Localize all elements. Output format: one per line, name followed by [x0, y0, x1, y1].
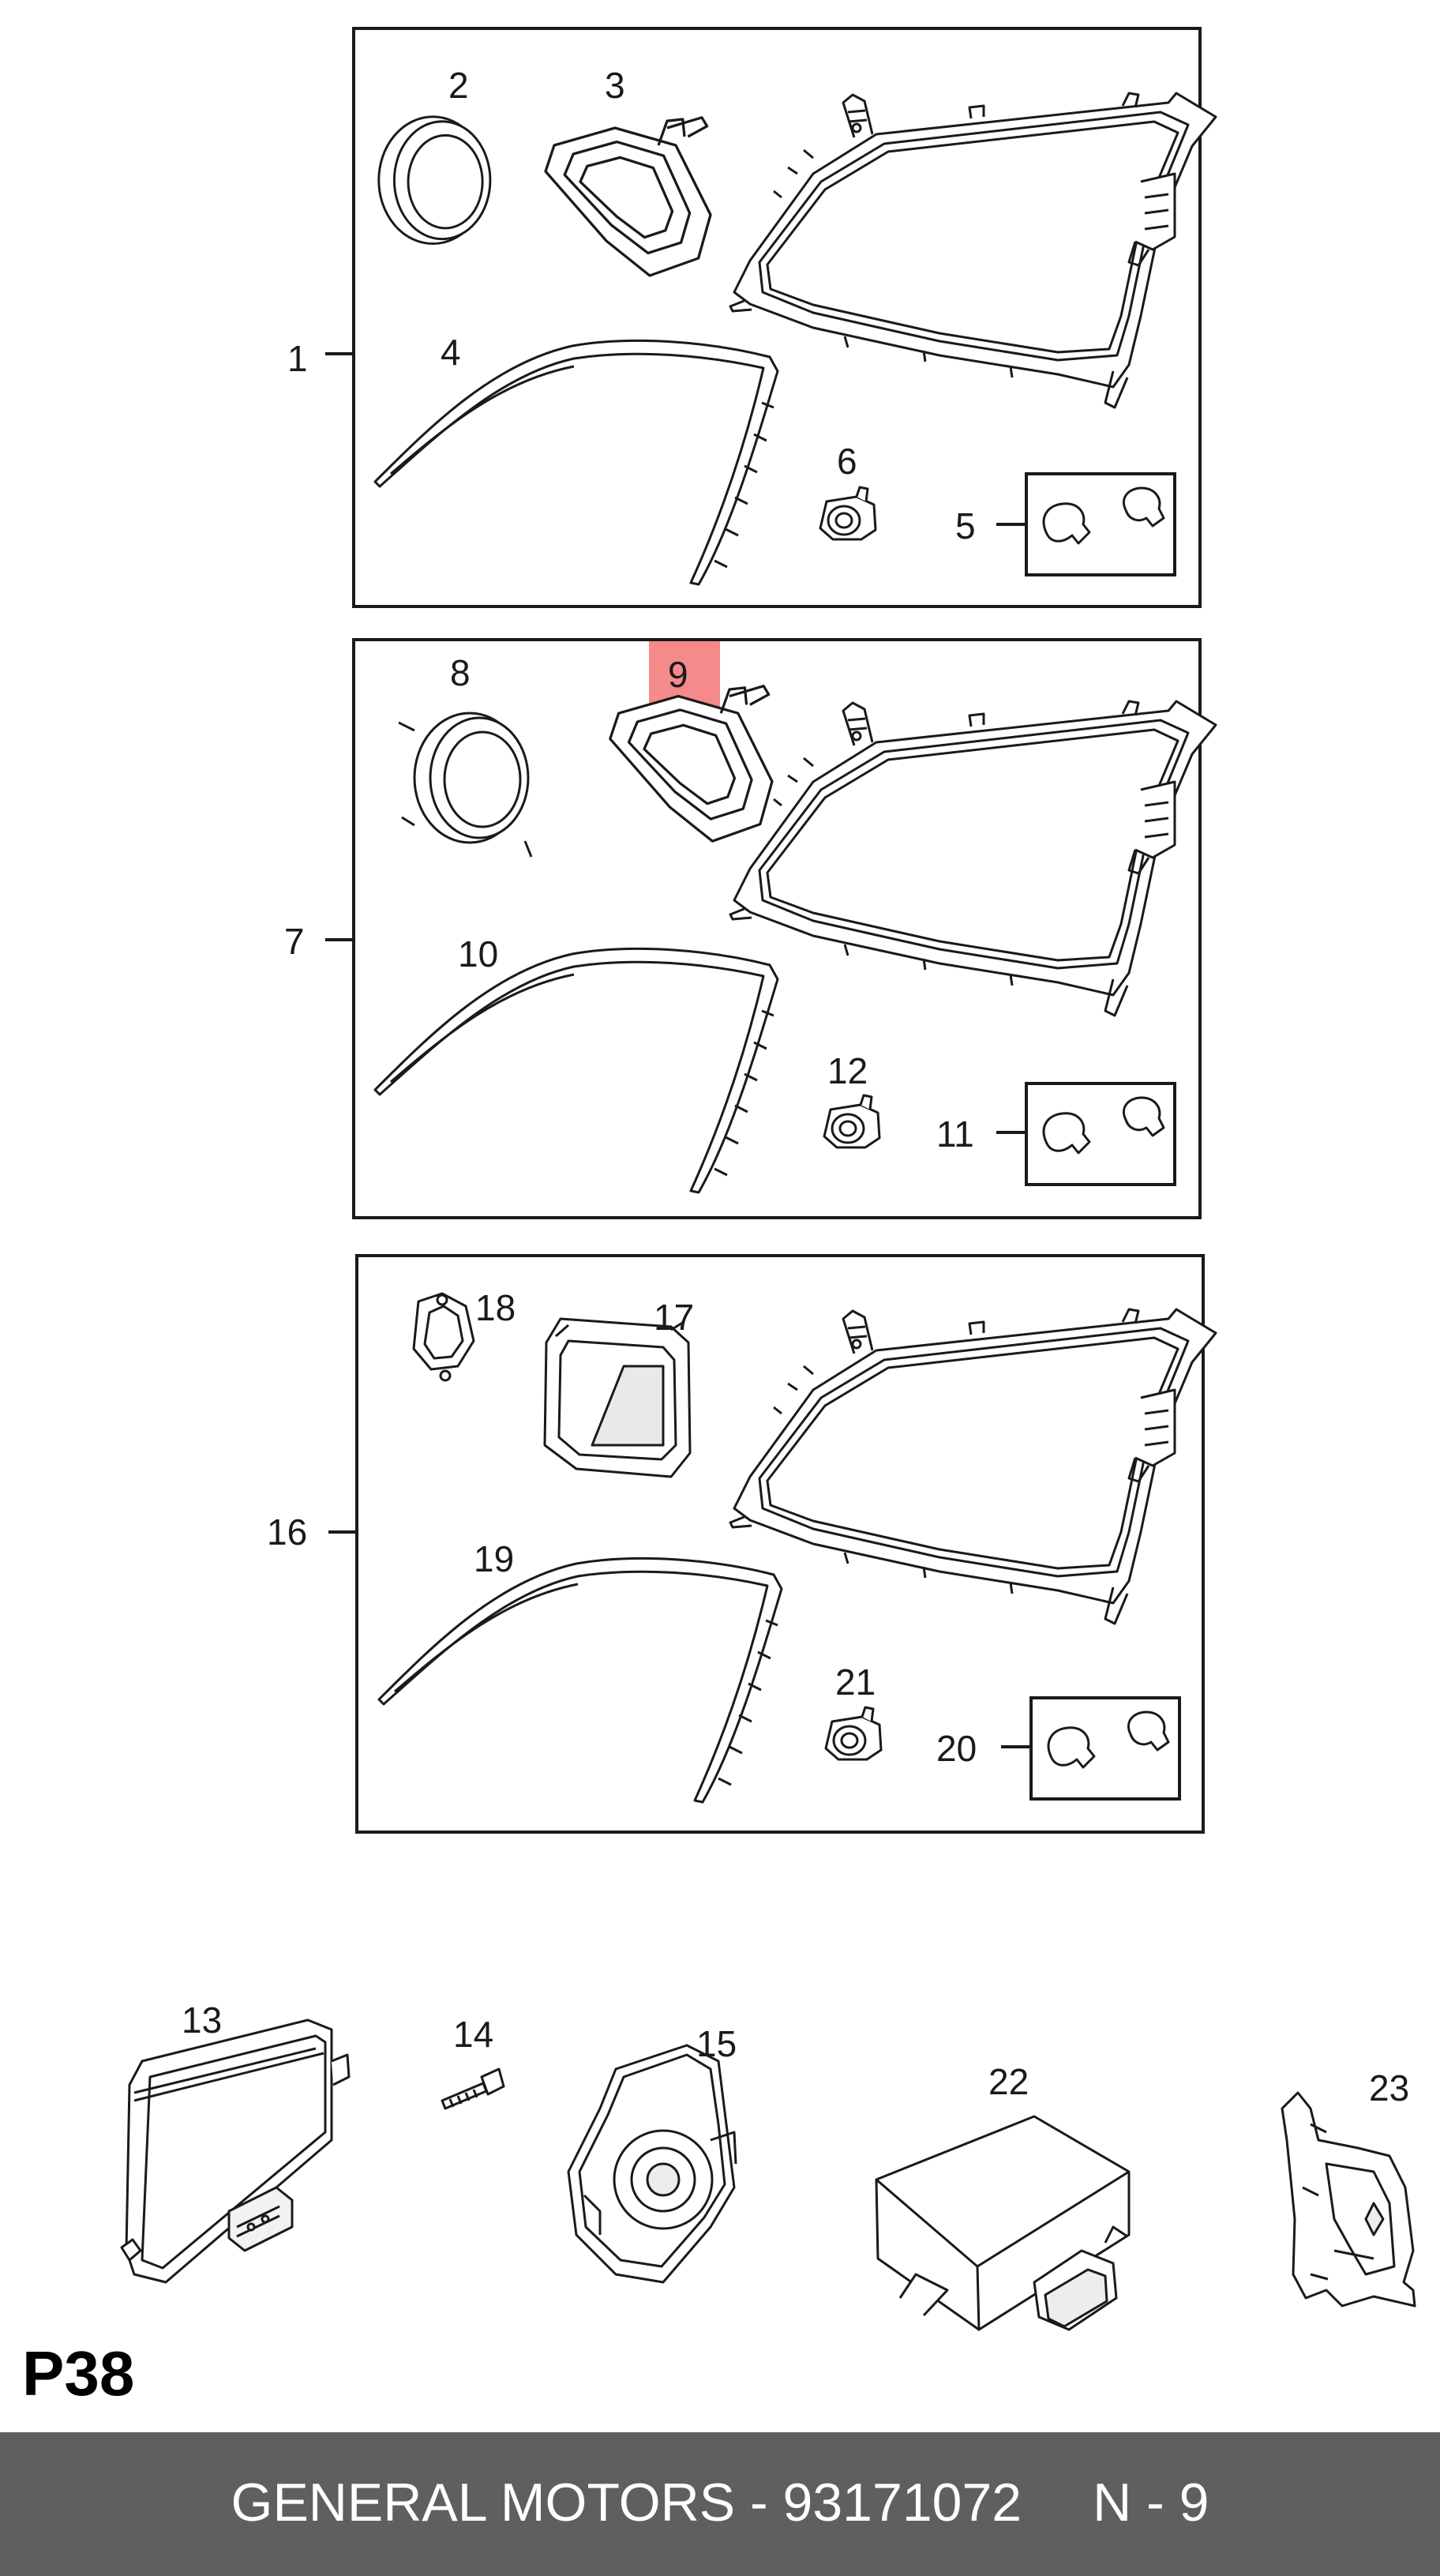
callout-16: 16 — [267, 1511, 307, 1553]
callout-15: 15 — [696, 2023, 737, 2064]
callout-2: 2 — [448, 65, 469, 106]
footer-text: GENERAL MOTORS - 93171072 N - 9 — [0, 2472, 1440, 2533]
footer-reference: N - 9 — [1093, 2473, 1209, 2533]
footer-bar: GENERAL MOTORS - 93171072 N - 9 — [0, 2432, 1440, 2576]
callout-11: 11 — [936, 1113, 974, 1155]
assembly-panel-7 — [325, 638, 1217, 1219]
callout-9: 9 — [668, 654, 688, 695]
ballast-module — [120, 2018, 351, 2284]
callout-23: 23 — [1369, 2067, 1409, 2108]
page-code: P38 — [22, 2338, 135, 2409]
callout-1: 1 — [287, 338, 308, 379]
callout-21: 21 — [835, 1662, 876, 1703]
callout-12: 12 — [827, 1050, 868, 1091]
callout-20: 20 — [936, 1728, 977, 1769]
callout-18: 18 — [475, 1287, 516, 1328]
callout-3: 3 — [605, 65, 625, 106]
control-unit — [875, 2115, 1131, 2331]
callout-7: 7 — [284, 921, 305, 962]
footer-part-number: GENERAL MOTORS - 93171072 — [231, 2473, 1022, 2533]
callout-14: 14 — [453, 2014, 493, 2055]
callout-5: 5 — [955, 505, 976, 546]
callout-19: 19 — [474, 1538, 514, 1579]
callout-8: 8 — [450, 652, 471, 693]
callout-6: 6 — [837, 441, 857, 482]
callout-13: 13 — [182, 2000, 222, 2041]
callout-22: 22 — [988, 2061, 1029, 2102]
assembly-panel-1 — [325, 27, 1217, 608]
screw — [441, 2067, 505, 2110]
callout-10: 10 — [458, 933, 498, 974]
adapter-bracket — [567, 2044, 737, 2284]
callout-4: 4 — [441, 332, 461, 373]
callout-17: 17 — [654, 1297, 694, 1338]
callout-labels: 1 2 3 4 5 6 7 8 9 10 11 12 13 14 15 16 1… — [182, 65, 1409, 2108]
mounting-bracket — [1281, 2091, 1416, 2308]
parts-diagram: 1 2 3 4 5 6 7 8 9 10 11 12 13 14 15 16 1… — [120, 27, 1416, 2331]
assembly-panel-16 — [328, 1254, 1217, 1834]
